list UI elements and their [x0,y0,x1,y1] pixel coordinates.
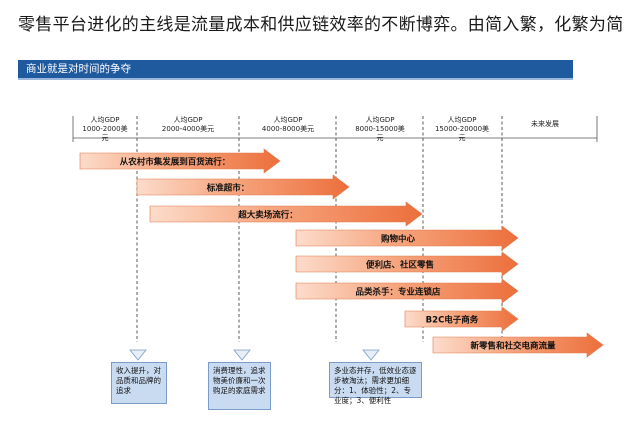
section-banner: 商业就是对时间的争夺 [18,60,573,78]
timeline-header [72,116,598,142]
timeline-header-label: 2000-4000美元 [162,124,214,133]
timeline-header-label: 元 [377,134,384,142]
note-pointer [129,349,147,361]
arrow-label: 品类杀手：专业连锁店 [355,287,441,298]
timeline-arrow [295,251,519,277]
timeline-header-label: 人均GDP [365,115,394,124]
timeline-header-label: 人均GDP [173,115,202,124]
page-title: 零售平台进化的主线是流量成本和供应链效率的不断博弈。由简入繁，化繁为简 [18,15,624,35]
note-box-income: 收入提升，对品质和品牌的追求 [111,362,167,404]
note-pointers [129,349,380,361]
timeline-header-label: 人均GDP [273,115,302,124]
note-pointer [233,349,251,361]
banner-underline [18,78,573,80]
arrow-label: 购物中心 [380,234,416,245]
timeline-header-label: 4000-8000美元 [262,124,314,133]
arrow-label: B2C电子商务 [426,315,479,326]
timeline-header-label: 元 [102,134,109,142]
note-box-multi-format: 多业态并存，低效业态逐步被淘汰；需求更加细分：1、体验性；2、专业度；3、便利性 [329,362,422,405]
timeline-arrow [295,278,519,304]
timeline-header-label: 1000-2000美 [82,124,127,133]
note-box-rational-consumption: 消费理性，追求物美价廉和一次购足的家庭需求 [208,362,271,410]
timeline-header-label: 15000-20000美 [435,124,489,133]
timeline-arrow [149,201,423,227]
note-pointer [362,349,380,361]
timeline-arrow [404,306,519,332]
arrow-label: 标准超市： [206,183,250,194]
era-separators [136,116,503,342]
arrow-label: 超大卖场流行： [237,210,298,221]
timeline-arrow [295,225,519,251]
arrow-label: 新零售和社交电商流量 [470,341,556,352]
arrow-label: 便利店、社区零售 [366,260,434,271]
timeline-header-label: 元 [459,134,466,142]
timeline-header-label: 人均GDP [447,115,476,124]
timeline-arrow [136,174,350,200]
timeline-arrow [79,148,281,174]
timeline-arrow [432,332,604,358]
timeline-header-label: 人均GDP [90,115,119,124]
timeline-header-label: 未来发展 [531,119,559,128]
timeline-header-label: 8000-15000美 [355,124,405,133]
arrow-label: 从农村市集发展到百货流行： [120,157,231,168]
